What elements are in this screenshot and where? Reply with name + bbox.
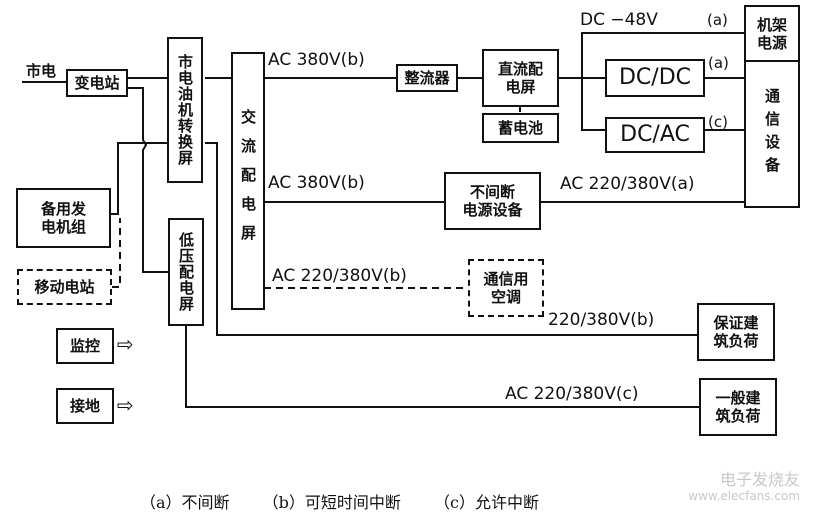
guaranteed-load-line2: 筑负荷 [713,332,759,350]
ac-distribution-panel-box: 交流配电屏 [231,52,265,310]
dcac-class-label: (c) [708,113,728,131]
watermark: 电子发烧友 www.elecfans.com [688,470,800,503]
rack-power-box: 机架电源 [744,5,800,62]
ups-line2: 电源设备 [462,201,523,219]
watermark-line2: www.elecfans.com [688,489,800,503]
general-load-line-label: AC 220/380V(c) [505,384,639,404]
monitoring-box: 监控 [56,328,114,364]
dcac-box: DC/AC [605,117,705,153]
low-voltage-panel-box: 低压配电屏 [168,218,204,326]
dc48-label: DC −48V [580,10,658,30]
telecom-equipment-box: 通信设备 [744,60,800,208]
monitoring-arrow-icon: ⇨ [117,332,134,356]
aircon-box: 通信用 空调 [468,259,544,317]
backup-generator-box: 备用发 电机组 [16,188,111,248]
dc48-class-label: (a) [707,11,728,29]
mobile-station-box: 移动电站 [17,269,112,305]
general-load-line1: 一般建 [715,389,761,407]
aircon-line1: 通信用 [483,270,529,288]
ac380-mid-label: AC 380V(b) [268,173,365,193]
grounding-arrow-icon: ⇨ [117,393,134,417]
guaranteed-load-line1: 保证建 [713,314,759,332]
legend-c: （c）允许中断 [433,493,539,512]
ups-output-label: AC 220/380V(a) [560,174,695,194]
watermark-line1: 电子发烧友 [719,470,800,489]
grounding-box: 接地 [56,388,114,424]
backup-generator-line1: 备用发 [40,200,86,218]
legend-b: （b）可短时间中断 [262,493,401,512]
dcdc-box: DC/DC [605,59,705,97]
ups-line1: 不间断 [469,183,515,201]
substation-box: 变电站 [66,69,128,97]
dc-distribution-panel-box: 直流配电屏 [482,49,559,107]
general-load-line2: 筑负荷 [715,407,761,425]
guaranteed-load-line-label: 220/380V(b) [548,310,655,330]
transfer-panel-box: 市电油机转换屏 [167,37,203,183]
city-power-label: 市电 [26,62,57,80]
aircon-line2: 空调 [490,288,521,306]
guaranteed-load-box: 保证建 筑负荷 [697,303,775,361]
rectifier-box: 整流器 [396,64,458,92]
legend: （a）不间断 （b）可短时间中断 （c）允许中断 [140,489,567,513]
ac380-top-label: AC 380V(b) [268,50,365,70]
aircon-line-label: AC 220/380V(b) [272,266,407,286]
legend-a: （a）不间断 [140,493,230,512]
dcdc-class-label: (a) [708,54,729,72]
backup-generator-line2: 电机组 [40,218,86,236]
battery-box: 蓄电池 [482,113,559,143]
ups-box: 不间断 电源设备 [444,172,541,230]
general-load-box: 一般建 筑负荷 [699,378,777,436]
